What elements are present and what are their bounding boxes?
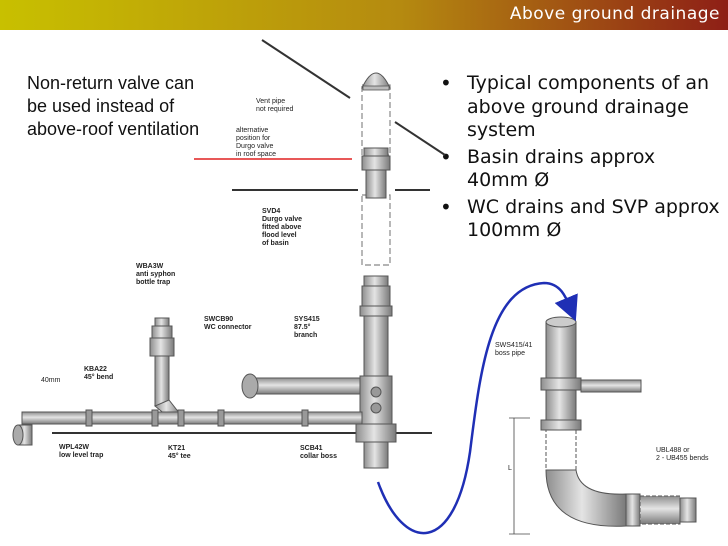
soil-vent-stack (355, 275, 397, 469)
length-dimension (509, 417, 530, 535)
basin-waste (12, 317, 363, 446)
bullet-item: Typical components of an above ground dr… (437, 72, 722, 143)
blue-arrow (376, 281, 578, 535)
durgo-valve-alternative (361, 147, 391, 199)
label-40mm: 40mm (41, 377, 61, 384)
label-length: L (508, 465, 512, 472)
wc-connector (241, 373, 361, 399)
boss-pipe-detail (540, 316, 697, 527)
bullet-list: Typical components of an above ground dr… (437, 72, 722, 246)
callout-note: Non-return valve can be used instead of … (27, 73, 200, 139)
bullet-item: WC drains and SVP approx 100mm Ø (437, 196, 722, 243)
slide-title: Above ground drainage (509, 4, 720, 24)
bullet-item: Basin drains approx 40mm Ø (437, 146, 722, 193)
vent-pipe-dashed (361, 72, 391, 266)
title-bar: Above ground drainage (0, 0, 728, 30)
